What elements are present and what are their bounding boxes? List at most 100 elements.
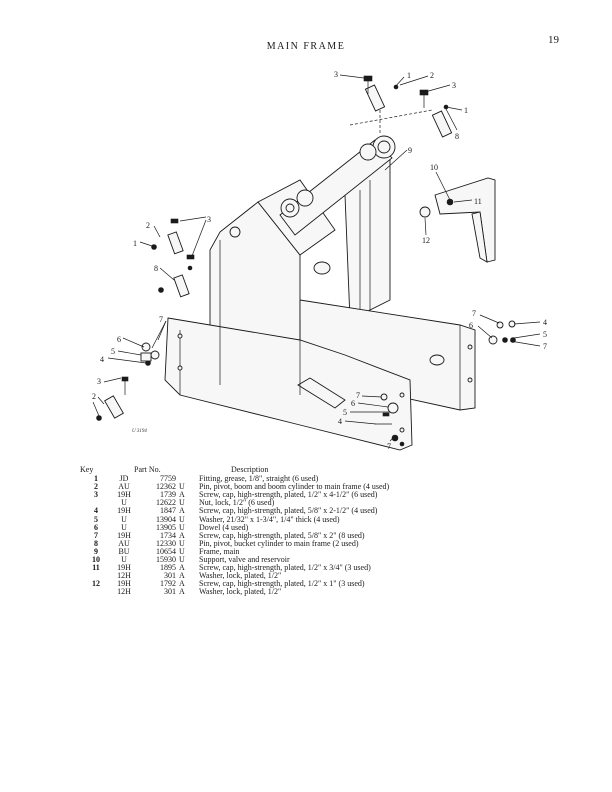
description-cell: Screw, cap, high-strength, plated, 1/2" … — [199, 490, 378, 500]
part-prefix-cell: BU — [118, 546, 130, 556]
table-header-row: Key Part No. Description — [80, 465, 389, 475]
callout-6: 6 — [351, 399, 355, 408]
description-cell: Screw, cap, high-strength, plated, 1/2" … — [199, 563, 371, 573]
part-suffix-cell: A — [179, 506, 185, 516]
leader-lines — [92, 74, 541, 442]
callout-3: 3 — [334, 70, 338, 79]
part-suffix-cell: A — [179, 587, 185, 597]
part-number-cell: 301 — [164, 587, 176, 597]
callout-4: 4 — [543, 318, 547, 327]
description-cell: Fitting, grease, 1/8", straight (6 used) — [199, 474, 319, 484]
part-prefix-cell: 19H — [117, 530, 131, 540]
part-prefix-cell: 12H — [117, 571, 131, 581]
part-prefix-cell: 19H — [117, 579, 131, 589]
part-number-cell: 1847 — [160, 506, 176, 516]
description-cell: Washer, 21/32" x 1-3/4", 1/4" thick (4 u… — [199, 514, 340, 524]
callout-3: 3 — [207, 215, 211, 224]
part-number-cell: 7759 — [160, 474, 176, 484]
right-hardware — [488, 320, 516, 345]
header-key: Key — [80, 465, 94, 474]
callout-7: 7 — [472, 309, 476, 318]
part-suffix-cell: A — [179, 490, 185, 500]
top-pivot-pins — [349, 75, 453, 138]
callout-labels: 3 1 2 3 1 8 9 10 11 12 2 3 1 8 7 6 5 4 3… — [92, 70, 547, 451]
part-prefix-cell: U — [121, 514, 127, 524]
callout-1: 1 — [464, 106, 468, 115]
key-cell: 12 — [92, 579, 100, 589]
part-number-cell: 10654 — [156, 546, 176, 556]
part-number-cell: 12330 — [156, 538, 176, 548]
key-cell: 6 — [94, 522, 98, 532]
part-prefix-cell: 19H — [117, 506, 131, 516]
part-suffix-cell: U — [179, 555, 185, 565]
callout-2: 2 — [430, 71, 434, 80]
part-suffix-cell: A — [179, 579, 185, 589]
key-cell: 2 — [94, 482, 98, 492]
description-cell: Dowel (4 used) — [199, 522, 249, 532]
callout-12: 12 — [422, 236, 430, 245]
callout-7: 7 — [159, 315, 163, 324]
key-cell: 7 — [94, 530, 98, 540]
callout-4: 4 — [100, 355, 104, 364]
part-suffix-cell: U — [179, 522, 185, 532]
callout-9: 9 — [408, 146, 412, 155]
part-prefix-cell: AU — [118, 538, 130, 548]
key-cell: 8 — [94, 538, 98, 548]
callout-4: 4 — [338, 417, 342, 426]
key-cell: 5 — [94, 514, 98, 524]
description-cell: Frame, main — [199, 546, 240, 556]
valve-reservoir-support — [419, 177, 496, 263]
main-frame-illustration — [164, 135, 476, 451]
key-cell: 9 — [94, 546, 98, 556]
key-cell: 4 — [94, 506, 98, 516]
part-prefix-cell: 12H — [117, 587, 131, 597]
description-cell: Screw, cap, high-strength, plated, 5/8" … — [199, 506, 378, 516]
callout-3: 3 — [97, 377, 101, 386]
part-suffix-cell: U — [179, 538, 185, 548]
part-number-cell: 15930 — [156, 555, 176, 565]
header-part-no: Part No. — [134, 465, 161, 474]
description-cell: Washer, lock, plated, 1/2" — [199, 587, 282, 597]
part-prefix-cell: 19H — [117, 490, 131, 500]
part-number-cell: 13904 — [156, 514, 176, 524]
callout-2: 2 — [146, 221, 150, 230]
lower-left-hardware — [96, 342, 160, 421]
description-cell: Screw, cap, high-strength, plated, 5/8" … — [199, 530, 365, 540]
callout-5: 5 — [543, 330, 547, 339]
callout-10: 10 — [430, 163, 438, 172]
callout-7: 7 — [387, 442, 391, 451]
part-number-cell: 1739 — [160, 490, 176, 500]
part-suffix-cell: U — [179, 482, 185, 492]
page-number: 19 — [548, 34, 559, 46]
callout-1: 1 — [407, 71, 411, 80]
part-number-cell: 1792 — [160, 579, 176, 589]
page-title: MAIN FRAME — [266, 41, 346, 52]
part-prefix-cell: JD — [119, 474, 129, 484]
header-description: Description — [231, 465, 269, 474]
bottom-right-hardware — [375, 393, 405, 447]
part-number-cell: 301 — [164, 571, 176, 581]
description-cell: Nut, lock, 1/2" (6 used) — [199, 498, 275, 508]
part-prefix-cell: U — [121, 522, 127, 532]
part-number-cell: 12622 — [156, 498, 176, 508]
part-suffix-cell: U — [179, 498, 185, 508]
part-prefix-cell: 19H — [117, 563, 131, 573]
key-cell: 3 — [94, 490, 98, 500]
callout-8: 8 — [154, 264, 158, 273]
callout-7: 7 — [356, 391, 360, 400]
callout-11: 11 — [474, 197, 482, 206]
left-pivot-pins — [151, 218, 195, 298]
